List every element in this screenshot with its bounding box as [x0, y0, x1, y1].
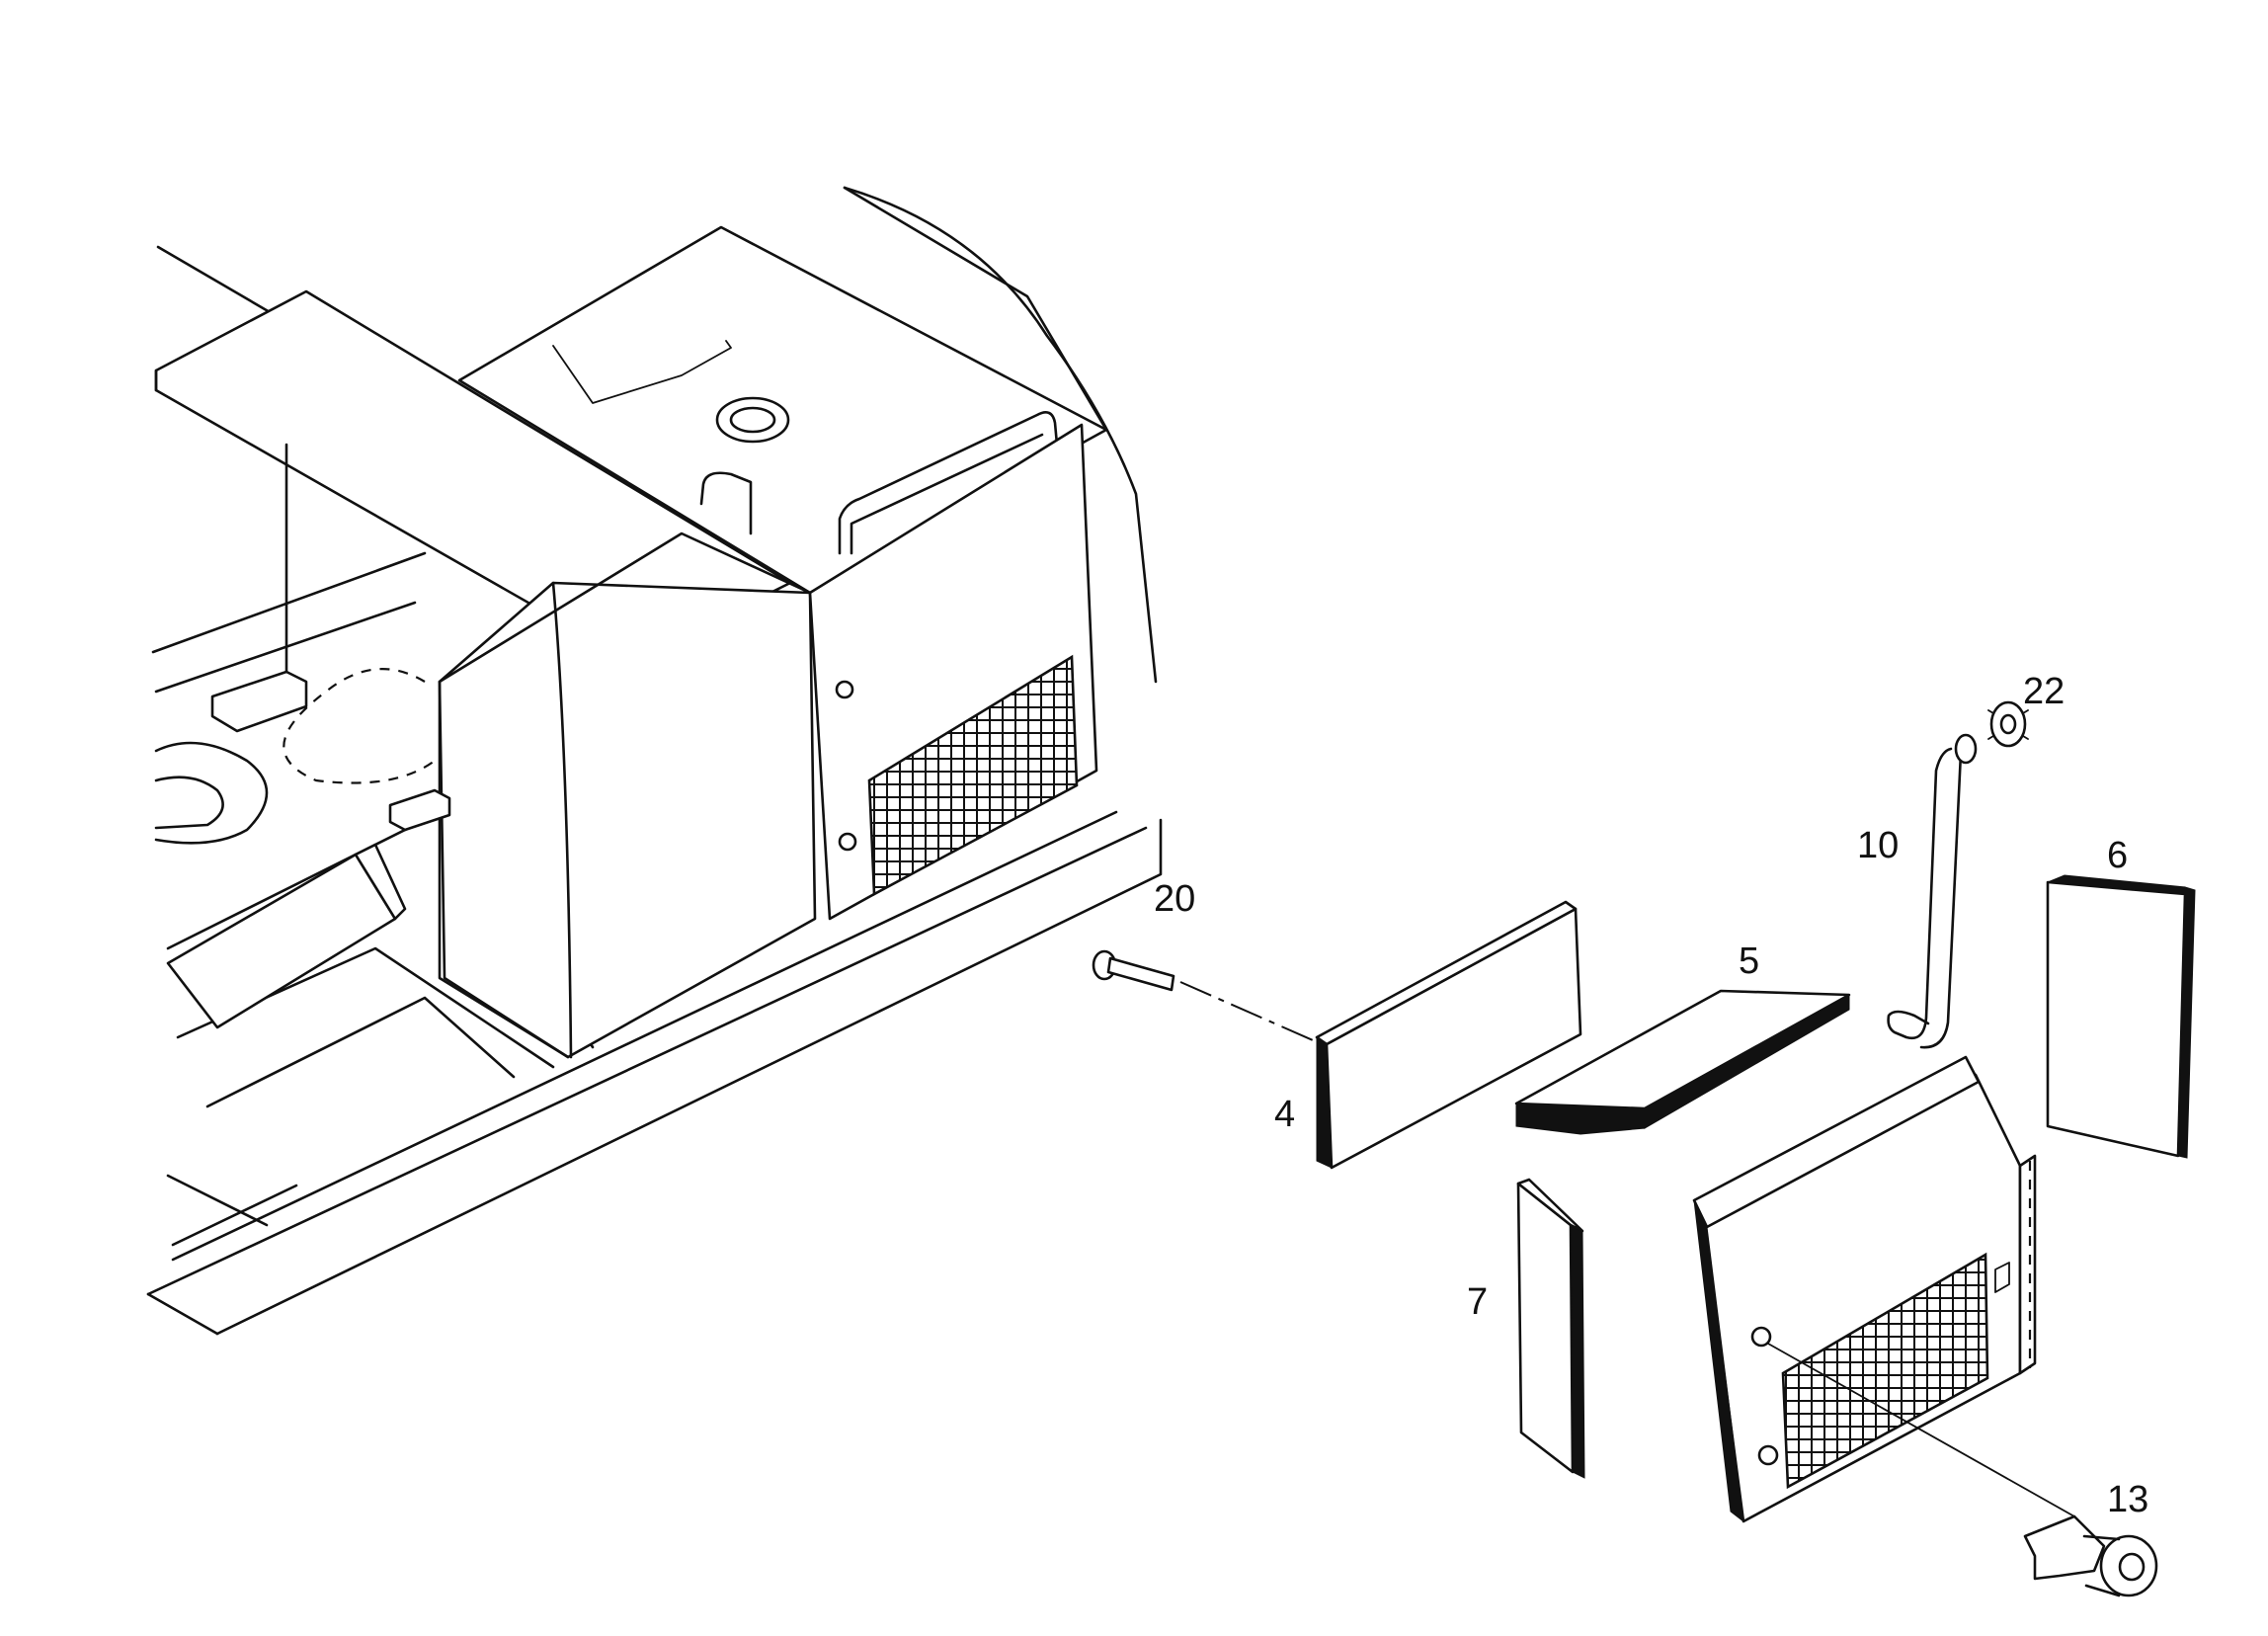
leader-bolt-to-panel	[1179, 981, 1330, 1048]
hood-access-panel	[552, 340, 732, 404]
callout-5: 5	[1739, 941, 1759, 982]
pad-7-top	[1516, 1178, 1584, 1233]
callout-13: 13	[2107, 1479, 2148, 1520]
panel-left-flange	[1693, 1199, 1744, 1523]
chassis-rail-left-6	[166, 1174, 269, 1227]
base-frame-upper-edge	[146, 826, 1148, 1296]
leader-panel-to-latch	[1767, 1343, 2075, 1517]
panel-right-flange	[2018, 1154, 2037, 1375]
part-7-vertical-pad	[1516, 1178, 1585, 1479]
engine-block-corner	[551, 581, 573, 1059]
pad-7-edge	[1570, 1224, 1585, 1479]
machine-side-bolt-lower	[838, 832, 857, 852]
pad-7-face	[1516, 1182, 1575, 1474]
latch-core	[2118, 1552, 2146, 1582]
hood-rear-curve	[843, 186, 1158, 684]
turntable-ring-outer	[154, 741, 269, 845]
exploded-parts	[1092, 700, 2196, 1597]
hood-grab-rail-inner	[850, 433, 1044, 555]
part-4-insulation-pad	[1315, 900, 1582, 1170]
latch-body	[2082, 1534, 2121, 1597]
part-20-bolt	[1092, 949, 1175, 992]
base-frame-lower-edge	[215, 818, 1163, 1336]
callout-20: 20	[1154, 878, 1195, 920]
engine-block-front-edge	[438, 680, 570, 1059]
pad-5-front	[1515, 1103, 1646, 1135]
hood-handle-small	[699, 471, 753, 535]
hood-grab-rail	[838, 411, 1059, 555]
machine-side-bolt-upper	[835, 680, 854, 699]
turntable-hidden-path	[283, 668, 436, 784]
deck-block-3	[166, 853, 397, 1029]
part-13-latch	[2023, 1514, 2158, 1597]
pad-4-top	[1315, 900, 1578, 1046]
part-6-side-pad	[2046, 874, 2196, 1159]
base-frame-bottom	[146, 1292, 219, 1336]
panel-clip	[1994, 1262, 2010, 1293]
side-panel-assembly	[1692, 1055, 2037, 1523]
chassis-rail-left-2	[151, 551, 427, 654]
callout-7: 7	[1467, 1281, 1488, 1323]
chassis-rail-left-7	[171, 1184, 298, 1247]
pad-6-side	[2177, 886, 2196, 1159]
engine-block-top-edge	[438, 532, 812, 684]
panel-bolt-upper	[1750, 1326, 1772, 1348]
machine-body	[146, 186, 1163, 1336]
panel-grille-mesh	[1781, 1252, 1989, 1490]
pad-5-end	[1644, 994, 1850, 1129]
deck-block-2	[388, 788, 451, 832]
part-22-washer	[1987, 700, 2029, 748]
deck-block-4	[354, 843, 407, 921]
base-frame-inner	[171, 810, 1118, 1262]
callout-22: 22	[2023, 671, 2065, 712]
machine-side-grille-mesh	[867, 654, 1079, 897]
hood-filler-cap-inner	[729, 406, 776, 434]
callout-4: 4	[1274, 1094, 1295, 1135]
deck-block-1	[210, 670, 308, 733]
part-10-rod	[1887, 733, 1978, 1049]
panel-bolt-lower	[1757, 1444, 1779, 1466]
chassis-rail-left-8	[205, 996, 516, 1108]
callout-10: 10	[1857, 825, 1899, 866]
callout-6: 6	[2107, 835, 2128, 876]
pad-6-face	[2046, 880, 2187, 1158]
engine-block-front	[438, 581, 817, 1059]
part-5-insulation-strip	[1514, 989, 1851, 1135]
latch-bracket	[2023, 1514, 2106, 1581]
rod-10-body	[1887, 747, 1953, 1040]
bolt-shank	[1106, 956, 1175, 992]
rod-10-body-2	[1919, 751, 1963, 1049]
callouts: 20 4 5 10 22 6 7 13	[1154, 671, 2148, 1520]
rod-10-end	[1954, 733, 1978, 765]
washer-teeth	[1987, 709, 2029, 740]
turntable-ring-inner	[154, 776, 224, 830]
washer-inner	[1999, 713, 2017, 735]
